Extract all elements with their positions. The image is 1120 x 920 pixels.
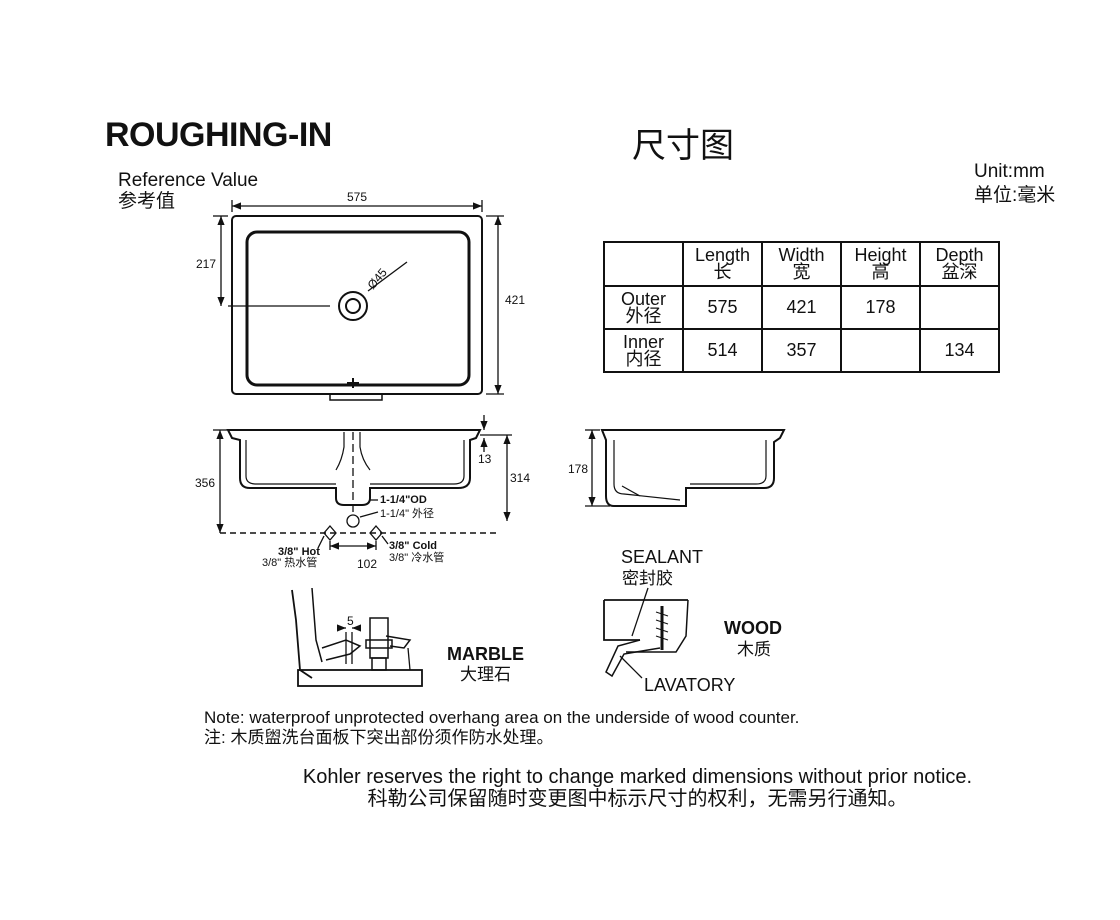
dim-102: 102: [357, 557, 377, 571]
table-cell: 134: [919, 328, 1000, 373]
hot-label: 3/8" Hot: [278, 546, 320, 558]
reference-text-cn: 参考值: [118, 191, 176, 212]
table-cell: [919, 285, 1000, 330]
table-cell: 357: [761, 328, 842, 373]
hot-label-cn: 3/8" 热水管: [262, 555, 317, 569]
dim-575: 575: [347, 190, 367, 204]
dim-356: 356: [195, 476, 215, 490]
table-cell: 575: [682, 285, 763, 330]
sealant-label: SEALANT: [621, 547, 703, 567]
unit-text: Unit:mm: [974, 161, 1045, 182]
wood-label-cn: 木质: [737, 640, 771, 659]
wood-detail-drawing: [603, 587, 689, 679]
dim-314: 314: [510, 471, 530, 485]
waterproof-note: Note: waterproof unprotected overhang ar…: [204, 708, 799, 748]
dim-217: 217: [196, 257, 216, 271]
table-corner-cell: [603, 241, 684, 287]
page-title-cn: 尺寸图: [632, 126, 734, 166]
notice-text: Kohler reserves the right to change mark…: [302, 766, 973, 788]
table-cell: 514: [682, 328, 763, 373]
table-cell: [840, 328, 921, 373]
dim-13: 13: [478, 452, 492, 466]
dim-178: 178: [568, 462, 588, 476]
reference-label: Reference Value 参考值: [118, 170, 258, 212]
front-view-drawing: [213, 415, 512, 550]
dim-5: 5: [347, 614, 354, 628]
top-view-drawing: [213, 200, 504, 401]
marble-label: MARBLE: [447, 644, 524, 664]
od-label: 1-1/4"OD: [380, 494, 427, 506]
marble-detail-drawing: [291, 587, 423, 687]
cold-label: 3/8" Cold: [389, 540, 437, 552]
marble-label-cn: 大理石: [460, 665, 511, 684]
side-view-drawing: [585, 429, 786, 507]
dim-drain-dia: Ø45: [365, 265, 391, 292]
dimension-notice: Kohler reserves the right to change mark…: [0, 766, 1120, 810]
reference-text: Reference Value: [118, 170, 259, 191]
dim-421: 421: [505, 293, 525, 307]
unit-text-cn: 单位:毫米: [974, 185, 1056, 206]
od-label-cn: 1-1/4" 外径: [380, 507, 434, 520]
wood-label: WOOD: [724, 618, 782, 638]
sealant-label-cn: 密封胶: [622, 569, 673, 588]
cold-label-cn: 3/8" 冷水管: [389, 550, 444, 564]
note-text: Note: waterproof unprotected overhang ar…: [204, 708, 800, 727]
table-cell: 421: [761, 285, 842, 330]
lavatory-label: LAVATORY: [644, 675, 735, 695]
note-text-cn: 注: 木质盥洗台面板下突出部份须作防水处理。: [204, 728, 554, 747]
page-title: ROUGHING-IN: [105, 116, 332, 154]
unit-label: Unit:mm 单位:毫米: [974, 160, 1055, 208]
table-cell: 178: [840, 285, 921, 330]
notice-text-cn: 科勒公司保留随时变更图中标示尺寸的权利，无需另行通知。: [367, 788, 908, 810]
